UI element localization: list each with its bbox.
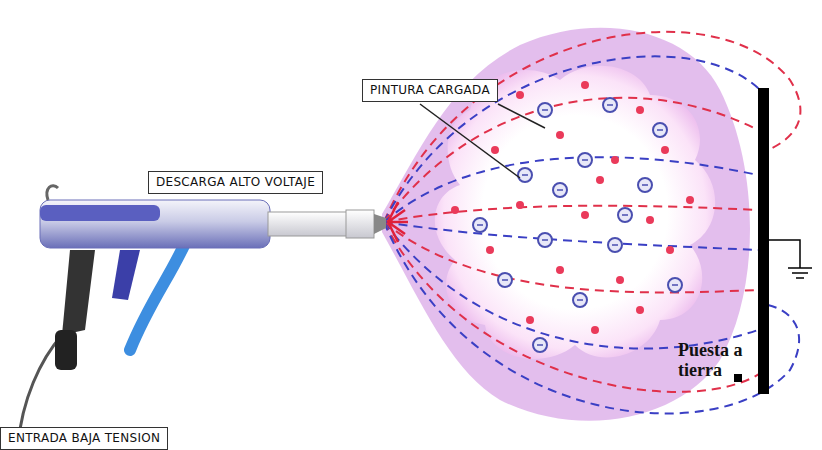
- positive-particle: [491, 146, 499, 154]
- positive-particle: [556, 266, 564, 274]
- ground-label: Puesta a tierra: [678, 340, 762, 380]
- spray-gun: [18, 186, 386, 445]
- positive-particle: [596, 176, 604, 184]
- paint-particle: [603, 98, 617, 112]
- positive-particle: [666, 246, 674, 254]
- paint-particle: [638, 178, 652, 192]
- discharge-sparks: [388, 202, 408, 242]
- positive-particle: [516, 201, 524, 209]
- paint-particle: [518, 168, 532, 182]
- positive-particle: [611, 156, 619, 164]
- box-text: PINTURA CARGADA: [370, 83, 490, 98]
- positive-particle: [556, 131, 564, 139]
- paint-particle: [618, 208, 632, 222]
- label-box: ENTRADA BAJA TENSION: [0, 427, 168, 450]
- label-box: DESCARGA ALTO VOLTAJE: [148, 171, 323, 194]
- positive-particle: [661, 146, 669, 154]
- paint-particle: [608, 238, 622, 252]
- positive-particle: [526, 316, 534, 324]
- paint-particle: [653, 123, 667, 137]
- positive-particle: [581, 211, 589, 219]
- positive-particle: [591, 326, 599, 334]
- positive-particle: [636, 106, 644, 114]
- positive-particle: [636, 306, 644, 314]
- positive-particle: [616, 276, 624, 284]
- ground-symbol: [769, 240, 812, 278]
- paint-particle: [473, 218, 487, 232]
- paint-particle: [553, 183, 567, 197]
- paint-particle: [538, 103, 552, 117]
- paint-particle: [498, 273, 512, 287]
- paint-particle: [533, 338, 547, 352]
- positive-particle: [581, 81, 589, 89]
- positive-particle: [486, 246, 494, 254]
- ground-plate: [758, 88, 769, 394]
- box-text: DESCARGA ALTO VOLTAJE: [156, 175, 315, 190]
- box-text: ENTRADA BAJA TENSION: [8, 431, 160, 446]
- paint-cloud: [435, 66, 715, 359]
- paint-particle: [538, 233, 552, 247]
- positive-particle: [686, 196, 694, 204]
- label-box: PINTURA CARGADA: [362, 79, 498, 102]
- positive-particle: [646, 216, 654, 224]
- paint-particle: [668, 278, 682, 292]
- paint-particle: [573, 293, 587, 307]
- paint-particle: [578, 153, 592, 167]
- positive-particle: [451, 206, 459, 214]
- positive-particle: [516, 91, 524, 99]
